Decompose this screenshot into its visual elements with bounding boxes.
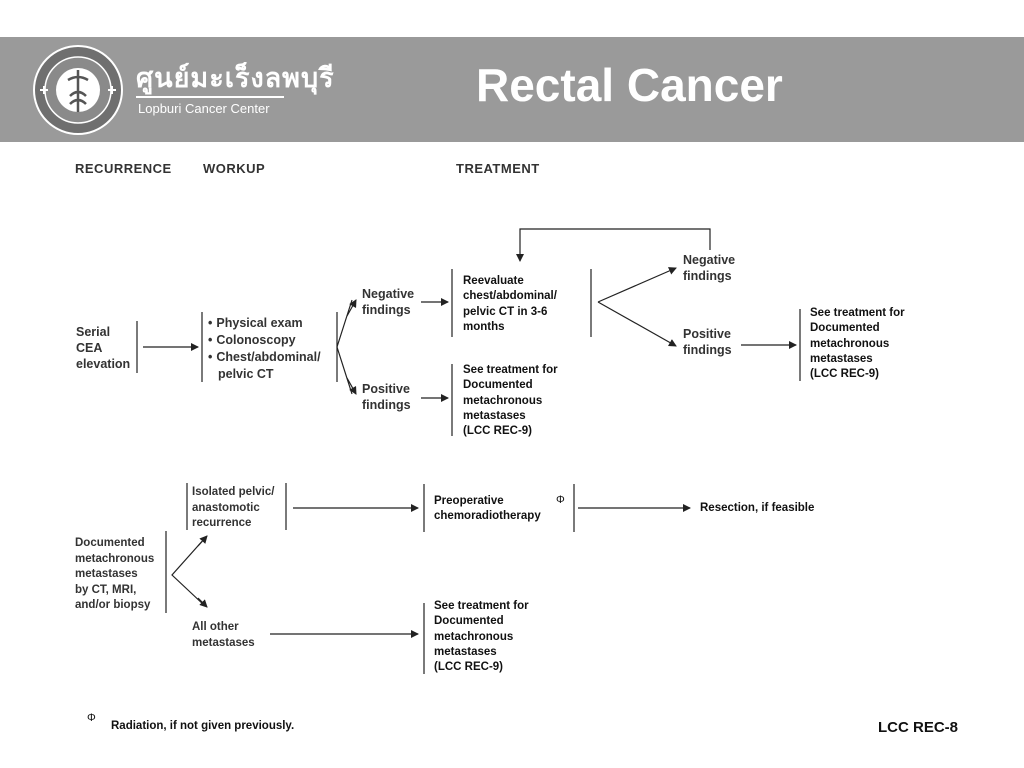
brand-name-thai: ศูนย์มะเร็งลพบุรี [136,63,335,93]
isolated-pelvic-recurrence: Isolated pelvic/anastomotic recurrence [192,486,275,529]
arrow-to-isolated [197,535,208,547]
resection-if-feasible: Resection, if feasible [700,502,815,514]
brand-name-english: Lopburi Cancer Center [138,101,270,116]
page-code: LCC REC-8 [878,719,959,736]
workup-item: Colonoscopy [208,332,321,349]
header-banner [0,37,1024,142]
footnote-symbol: Φ [87,712,96,724]
branch-workup-findings [336,299,353,395]
arrow-to-positive-findings-2 [597,301,677,347]
workup-list: Physical exam Colonoscopy Chest/abdomina… [208,315,321,383]
footnote-text: Radiation, if not given previously. [111,720,295,732]
workup-item: Physical exam [208,315,321,332]
arrow-to-positive-findings [346,377,357,395]
column-header-workup: WORKUP [203,161,266,176]
workup-item: Chest/abdominal/ [208,349,320,366]
arrow-to-negative-findings-2 [597,267,677,303]
column-header-treatment: TREATMENT [456,161,540,176]
arrow-to-negative-findings [346,299,357,317]
brand-divider [136,96,284,98]
column-header-recurrence: RECURRENCE [75,161,172,176]
branch-documented [171,537,206,607]
page-title: Rectal Cancer [476,59,783,111]
arrow-to-all-other [197,597,208,608]
cancer-center-seal-logo [33,45,123,135]
loop-back-arrow [516,228,711,262]
phi-footnote-marker: Φ [556,494,565,506]
